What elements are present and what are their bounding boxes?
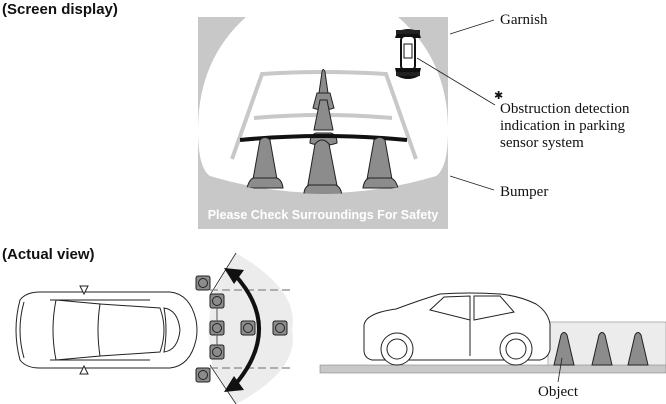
sensor-marker	[195, 275, 211, 291]
side-cones	[553, 332, 649, 366]
sensor-marker	[209, 293, 225, 309]
ground	[319, 364, 666, 374]
parking-sensor-indicator-icon	[395, 29, 421, 79]
actual-view-heading: (Actual view)	[2, 246, 95, 263]
obstruction-label-line3: sensor system	[500, 135, 584, 151]
cone-object	[553, 332, 575, 366]
garnish-label: Garnish	[500, 12, 548, 28]
side-view-scene	[319, 292, 666, 383]
obstruction-label-line1: Obstruction detection	[500, 101, 630, 117]
cone	[591, 332, 613, 366]
obstruction-leader	[416, 57, 496, 106]
sensor-markers	[195, 275, 288, 383]
screen-message: Please Check Surroundings For Safety	[208, 208, 439, 222]
screen-display-heading: (Screen display)	[2, 1, 118, 18]
car-top-view	[15, 285, 198, 375]
sensor-marker	[209, 320, 225, 336]
bumper-label: Bumper	[500, 184, 549, 200]
sensor-marker	[195, 367, 211, 383]
sweep-arrow-icon	[224, 268, 261, 392]
object-marker	[272, 320, 288, 336]
obstruction-label-line2: indication in parking	[500, 118, 625, 134]
distance-warning-line	[239, 134, 408, 142]
sensor-marker	[209, 344, 225, 360]
asterisk-mark: ✱	[494, 90, 504, 102]
object-leader	[557, 357, 563, 383]
screen-display: Please Check Surroundings For Safety	[198, 17, 448, 229]
cone-near-right	[362, 137, 399, 189]
cone	[627, 332, 649, 366]
top-view-scene	[15, 252, 293, 404]
bumper-band	[198, 176, 448, 229]
object-label: Object	[538, 384, 578, 400]
object-marker	[240, 320, 256, 336]
garnish-leader	[449, 19, 495, 35]
callout-leaders	[416, 19, 496, 191]
bumper-leader	[449, 175, 495, 191]
suv-side-view	[363, 292, 551, 366]
cone-near-left	[246, 137, 284, 189]
